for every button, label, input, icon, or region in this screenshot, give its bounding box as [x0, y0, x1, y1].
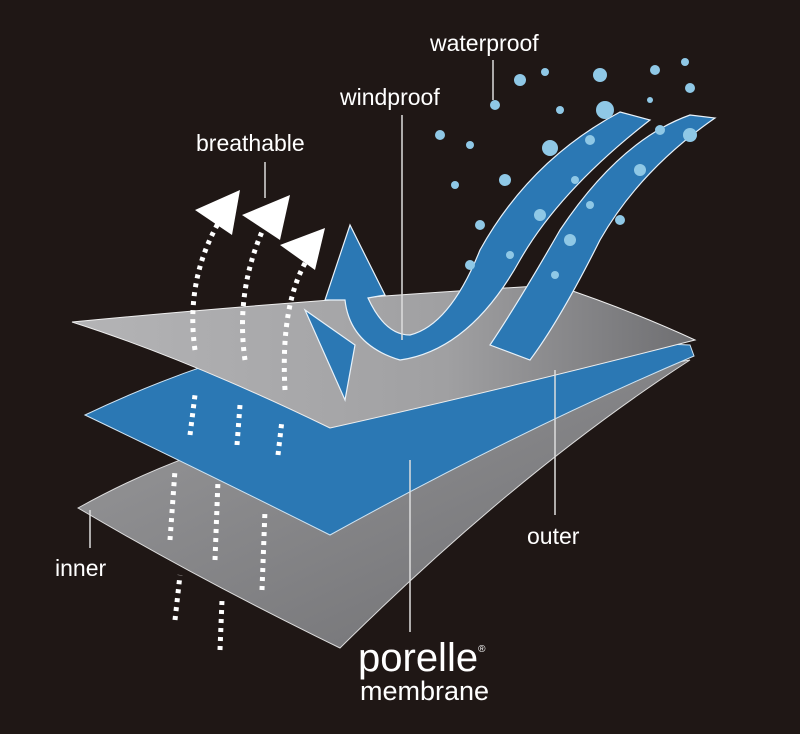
arrowhead-icons: [195, 190, 325, 270]
label-windproof: windproof: [340, 84, 440, 110]
label-outer: outer: [527, 523, 580, 549]
label-inner: inner: [55, 555, 107, 581]
brand-name: porelle®: [358, 636, 485, 681]
leader-lines: [89, 60, 556, 632]
breathable-arrows: [167, 218, 313, 651]
wind-arrows: [303, 111, 717, 403]
label-membrane: membrane: [360, 676, 490, 706]
label-waterproof: waterproof: [430, 30, 539, 56]
label-breathable: breathable: [196, 130, 305, 156]
water-drops: [435, 58, 697, 279]
registered-mark: ®: [478, 644, 486, 655]
brand-text: porelle: [358, 636, 479, 680]
